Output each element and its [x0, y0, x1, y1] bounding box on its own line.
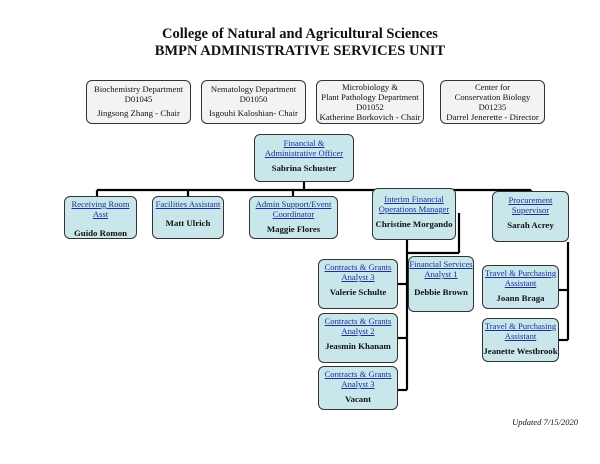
procurement-box: Procurement Supervisor Sarah Acrey — [492, 191, 569, 242]
person-name: Debbie Brown — [414, 287, 468, 297]
fao-box: Financial & Administrative Officer Sabri… — [254, 134, 354, 182]
department-name: Biochemistry Department — [93, 84, 184, 94]
person-name: Joann Braga — [496, 293, 545, 303]
contracts-grants-box-1: Contracts & Grants Analyst 3 Valerie Sch… — [318, 259, 398, 309]
chart-subtitle: BMPN ADMINISTRATIVE SERVICES UNIT — [154, 43, 446, 59]
person-name: Jeasmin Khanam — [325, 341, 391, 351]
role-title: Procurement — [508, 195, 553, 205]
department-name: Center for — [474, 82, 511, 92]
updated-date: Updated 7/15/2020 — [512, 417, 578, 427]
contracts-grants-box-3: Contracts & Grants Analyst 3 Vacant — [318, 366, 398, 410]
receiving-room-box: Receiving Room Asst Guido Romon — [64, 196, 137, 239]
role-title: Contracts & Grants — [324, 369, 392, 379]
role-title-continued: Analyst 3 — [341, 272, 375, 282]
role-title: Contracts & Grants — [324, 262, 392, 272]
role-title-continued: Coordinator — [272, 209, 315, 219]
department-name-continued: Conservation Biology — [454, 92, 531, 102]
role-title: Financial Services — [409, 259, 473, 269]
person-name: Vacant — [344, 394, 372, 404]
role-title-continued: Assistant — [504, 278, 537, 288]
department-chair: Jingsong Zhang - Chair — [97, 108, 180, 118]
contracts-grants-box-2: Contracts & Grants Analyst 2 Jeasmin Kha… — [318, 313, 398, 363]
financial-services-box: Financial Services Analyst 1 Debbie Brow… — [408, 256, 474, 312]
person-name: Christine Morgando — [375, 219, 453, 229]
department-code: D01050 — [239, 94, 268, 104]
role-title: Interim Financial — [384, 194, 444, 204]
role-title-continued: Administrative Officer — [264, 148, 344, 158]
department-box-microbiology: Microbiology & Plant Pathology Departmen… — [316, 80, 424, 124]
role-title-continued: Analyst 2 — [341, 326, 375, 336]
department-chair: Isgouhi Kaloshian- Chair — [209, 108, 298, 118]
role-title: Financial & — [283, 138, 325, 148]
travel-purchasing-box-1: Travel & Purchasing Assistant Joann Brag… — [482, 265, 559, 309]
person-name: Matt Ulrich — [165, 218, 211, 228]
person-name: Valerie Schulte — [329, 287, 387, 297]
department-chair: Katherine Borkovich - Chair — [319, 112, 421, 122]
department-box-biochemistry: Biochemistry Department D01045 Jingsong … — [86, 80, 191, 124]
role-title: Receiving Room Asst — [71, 199, 130, 219]
person-name: Guido Romon — [73, 228, 128, 238]
role-title-continued: Assistant — [504, 331, 537, 341]
ifom-box: Interim Financial Operations Manager Chr… — [372, 188, 456, 240]
department-code: D01052 — [356, 102, 384, 112]
department-code: D01045 — [124, 94, 153, 104]
role-title: Travel & Purchasing — [484, 321, 557, 331]
role-title-continued: Analyst 1 — [424, 269, 458, 279]
admin-support-box: Admin Support/Event Coordinator Maggie F… — [249, 196, 338, 239]
role-title-continued: Supervisor — [511, 205, 550, 215]
role-title-continued: Analyst 3 — [341, 379, 375, 389]
department-name: Nematology Department — [210, 84, 297, 94]
department-code: D01235 — [478, 102, 507, 112]
person-name: Jeanette Westbrook — [483, 346, 558, 356]
chart-title: College of Natural and Agricultural Scie… — [162, 26, 438, 42]
travel-purchasing-box-2: Travel & Purchasing Assistant Jeanette W… — [482, 318, 559, 362]
department-chair: Darrel Jenerette - Director — [446, 112, 539, 122]
role-title: Admin Support/Event — [255, 199, 332, 209]
role-title-continued: Operations Manager — [378, 204, 450, 214]
person-name: Sarah Acrey — [507, 220, 554, 230]
role-title: Travel & Purchasing — [484, 268, 557, 278]
role-title: Facilities Assistant — [155, 199, 221, 209]
department-name-continued: Plant Pathology Department — [321, 92, 419, 102]
person-name: Sabrina Schuster — [271, 163, 337, 173]
department-box-conservation: Center for Conservation Biology D01235 D… — [440, 80, 545, 124]
department-name: Microbiology & — [341, 82, 399, 92]
department-box-nematology: Nematology Department D01050 Isgouhi Kal… — [201, 80, 306, 124]
facilities-box: Facilities Assistant Matt Ulrich — [152, 196, 224, 239]
person-name: Maggie Flores — [266, 224, 321, 234]
role-title: Contracts & Grants — [324, 316, 392, 326]
